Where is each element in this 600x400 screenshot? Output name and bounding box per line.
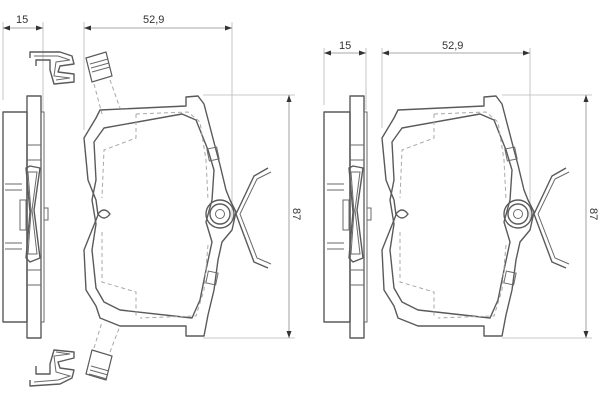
pad-front-view-right: [381, 95, 535, 337]
dimension-label-thickness: 15: [339, 40, 351, 52]
left-drawing-set: 15 52,9 87: [2, 14, 302, 387]
dimension-label-height: 87: [587, 208, 599, 220]
wear-indicator-spring-left: [235, 167, 272, 269]
side-view-left: [2, 95, 49, 339]
retaining-clip-top: [29, 51, 75, 85]
dimension-thickness-right: 15: [323, 40, 367, 110]
wear-indicator-spring-right: [533, 167, 570, 269]
sensor-bottom: [85, 321, 121, 381]
pad-front-view-left: [83, 95, 237, 337]
dimension-width-right: 52,9: [381, 40, 531, 220]
right-drawing-set: 15 52,9 87: [323, 40, 599, 339]
dimension-thickness-left: 15: [2, 14, 44, 112]
sensor-top: [85, 51, 121, 115]
retaining-clip-bottom: [29, 349, 75, 387]
dimension-label-thickness: 15: [16, 14, 28, 26]
dimension-label-width: 52,9: [143, 14, 164, 26]
dimension-height-left: 87: [203, 94, 302, 339]
dimension-height-right: 87: [502, 94, 599, 339]
dimension-width-left: 52,9: [83, 14, 233, 220]
dimension-label-height: 87: [290, 208, 302, 220]
side-view-right: [323, 95, 372, 339]
dimension-label-width: 52,9: [442, 40, 463, 52]
